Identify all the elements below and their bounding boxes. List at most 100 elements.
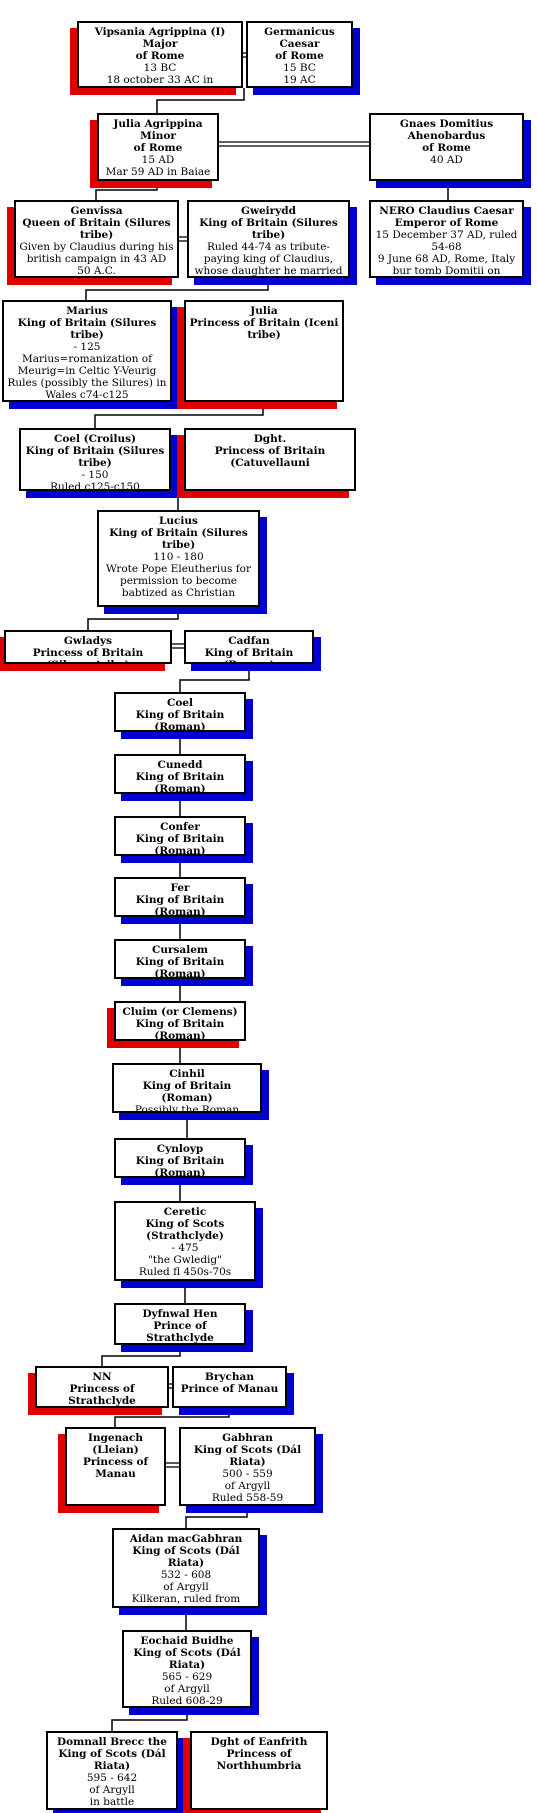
person-detail: of Argyll	[163, 1581, 209, 1593]
person-name: Cursalem	[151, 944, 209, 956]
person-detail: 40 AD	[430, 154, 463, 166]
person-title: Princess of Northhumbria	[216, 1748, 302, 1772]
person-name: Domnall Brecc the	[57, 1736, 167, 1748]
person-detail: Ruled 44-74 as tribute-paying king of Cl…	[194, 241, 343, 277]
person-name: Gabhran	[222, 1432, 273, 1444]
person-title: King of Britain (Roman)	[135, 1018, 225, 1041]
person-detail: of Argyll	[164, 1683, 210, 1695]
person-detail: in battle	[89, 1796, 135, 1808]
descent-line	[94, 402, 264, 428]
person-title: King of Scots (Dál Riata)	[193, 1444, 302, 1468]
person-detail: 110 - 180	[153, 551, 204, 563]
person-name: Cunedd	[157, 759, 203, 771]
person-name: Lucius	[159, 515, 198, 527]
person-detail: 9 June 68 AD, Rome, Italy bur tomb Domit…	[377, 253, 516, 277]
person-title: Princess of Britain (Silures tribe)	[32, 647, 144, 662]
person-title: King of Scots (Dál Riata)	[133, 1647, 241, 1671]
person-detail: 19 AC	[283, 74, 316, 86]
person-title: of Rome	[135, 50, 185, 62]
person-name: Ceretic	[163, 1206, 207, 1218]
person-detail: Ruled 608-29	[151, 1695, 223, 1707]
person-name: Dght.	[253, 433, 287, 445]
descent-line	[111, 1708, 188, 1731]
person-title: King of Britain (Roman)	[135, 956, 225, 979]
person-title: King of Scots (Strathclyde)	[145, 1218, 225, 1242]
person-title: King of Britain (Roman)	[142, 1080, 232, 1104]
person-title: Princess of Manau	[82, 1456, 149, 1480]
person-detail: 15 AD	[141, 154, 175, 166]
person-name: Eochaid Buidhe	[140, 1635, 234, 1647]
descent-line	[95, 181, 158, 200]
person-detail: - 125	[73, 341, 101, 353]
person-title: Princess of Strathclyde	[68, 1383, 136, 1407]
person-title: King of Britain (Roman)	[135, 709, 225, 732]
person-name: Cadfan	[228, 635, 270, 647]
person-title: King of Britain (Silures tribe)	[199, 217, 338, 241]
person-title: Prince of Manau	[180, 1383, 279, 1395]
person-detail: Rules (possibly the Silures) in Wales c7…	[7, 377, 167, 401]
person-detail: 15 BC	[283, 62, 316, 74]
person-title: of Rome	[422, 142, 471, 154]
person-name: Genvissa	[70, 205, 123, 217]
person-detail: Ruled c125-c150	[50, 481, 140, 491]
person-name: Ingenach (Lleian)	[87, 1432, 144, 1456]
person-detail: 15 December 37 AD, ruled 54-68	[375, 229, 518, 253]
person-name: NN	[92, 1371, 112, 1383]
person-box: Coel (Croilus)King of Britain (Silures t…	[19, 428, 171, 491]
person-title: King of Britain (Silures tribe)	[17, 317, 157, 341]
person-name: Fer	[170, 882, 190, 894]
person-detail: Possibly the Roman Quintillius	[134, 1104, 240, 1113]
person-detail: - 150	[81, 469, 109, 481]
person-name: Gwladys	[63, 635, 113, 647]
person-name: Coel	[166, 697, 194, 709]
person-name: Aidan macGabhran	[129, 1533, 243, 1545]
person-title: King of Britain (Roman)	[135, 771, 225, 794]
person-box: Ingenach (Lleian)Princess of Manau	[65, 1427, 166, 1506]
person-name: Marius	[66, 305, 108, 317]
descent-line	[101, 1345, 181, 1366]
person-name: Coel (Croilus)	[53, 433, 137, 445]
person-detail: 595 - 642	[86, 1772, 138, 1784]
descent-line	[179, 664, 250, 692]
person-title: of Rome	[133, 142, 183, 154]
descent-line	[87, 607, 179, 630]
person-title: of Rome	[275, 50, 324, 62]
person-name: Germanicus Caesar	[264, 26, 335, 50]
person-detail: Kilkeran, ruled from about 574	[131, 1593, 241, 1606]
person-name: Brychan	[205, 1371, 254, 1383]
person-name: NERO Claudius Caesar	[379, 205, 514, 217]
person-name: Dght of Eanfrith	[210, 1736, 308, 1748]
person-title: King of Britain (Silures tribe)	[109, 527, 248, 551]
person-name: Confer	[160, 821, 200, 833]
person-title: King of Britain (Roman)	[135, 833, 225, 856]
person-title: King of Britain (Roman)	[204, 647, 294, 662]
person-box: Cluim (or Clemens)King of Britain (Roman…	[114, 1001, 246, 1041]
person-name: Cinhil	[169, 1068, 205, 1080]
person-detail: - 475	[171, 1242, 199, 1254]
descent-line	[185, 1506, 248, 1528]
person-title: King of Britain (Silures tribe)	[25, 445, 165, 469]
person-name: Gnaes Domitius Ahenobardus	[399, 118, 494, 142]
person-detail: 50 A.C.	[77, 265, 116, 277]
person-title: King of Britain (Roman)	[135, 1155, 225, 1178]
person-detail: of Argyll	[224, 1480, 271, 1492]
